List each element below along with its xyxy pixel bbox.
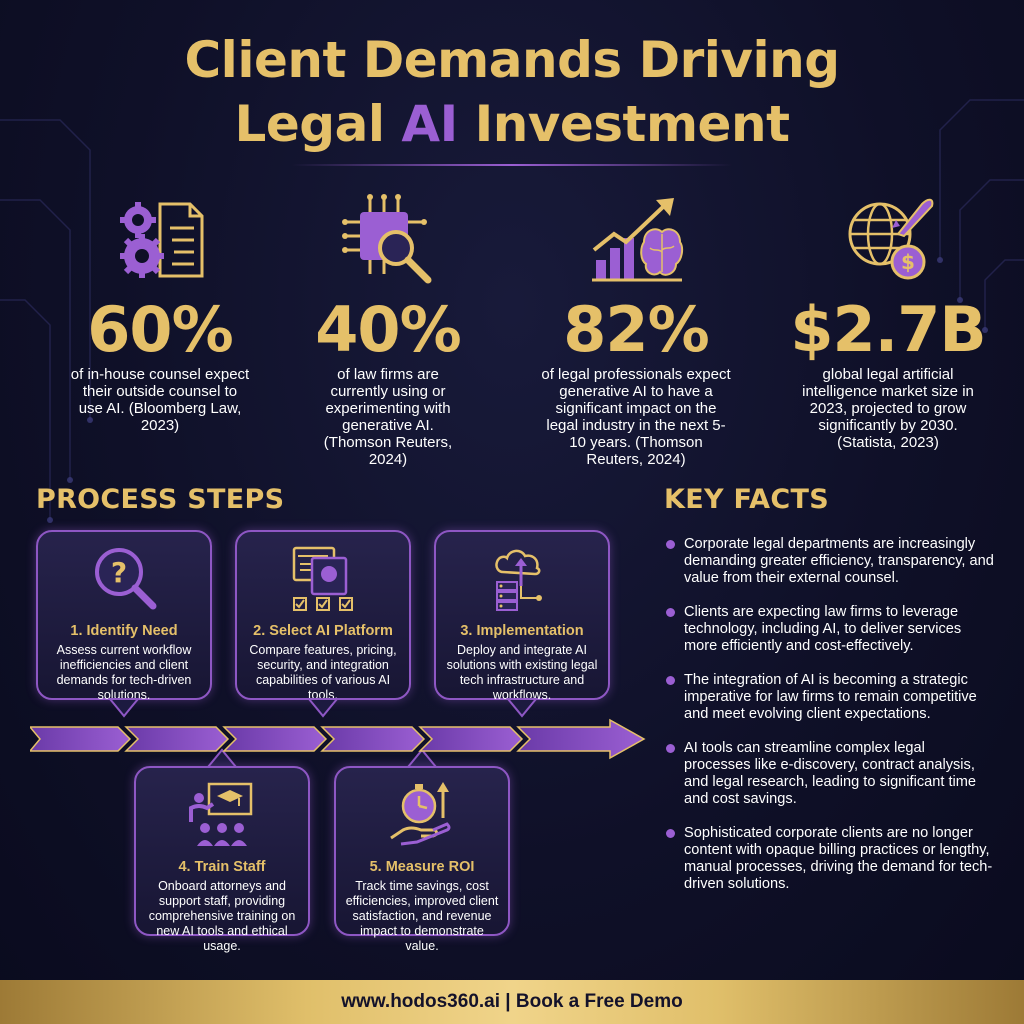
title-line-1: Client Demands Driving	[184, 31, 840, 89]
step-title: 3. Implementation	[460, 623, 584, 639]
bullet-dot	[666, 676, 675, 685]
stat-value: $2.7B	[790, 293, 986, 366]
stopwatch-money-hand-icon	[390, 782, 451, 846]
key-facts-heading: KEY FACTS	[664, 484, 829, 515]
bullet-dot	[666, 744, 675, 753]
stat-1: 60% of in-house counsel expect their out…	[40, 190, 280, 434]
stat-4: $ $2.7B global legal artificial intellig…	[768, 190, 1008, 451]
globe-rocket-dollar-icon: $	[848, 198, 934, 280]
step-text: Deploy and integrate AI solutions with e…	[446, 643, 598, 702]
step-card-4: 4. Train Staff Onboard attorneys and sup…	[134, 766, 310, 953]
cloud-server-icon	[495, 549, 542, 611]
process-arrow-bar	[30, 718, 646, 760]
stat-value: 82%	[563, 293, 709, 366]
gears-document-icon	[120, 202, 204, 278]
list-item: Sophisticated corporate clients are no l…	[664, 825, 994, 893]
step-title: 5. Measure ROI	[369, 859, 475, 875]
step-title: 1. Identify Need	[70, 623, 178, 639]
step-text: Compare features, pricing, security, and…	[249, 643, 397, 702]
bullet-dot	[666, 540, 675, 549]
fact-text: Sophisticated corporate clients are no l…	[684, 825, 993, 892]
list-item: Corporate legal departments are increasi…	[664, 536, 994, 587]
title-divider	[292, 164, 732, 166]
chip-magnifier-icon	[342, 194, 432, 284]
step-title: 2. Select AI Platform	[253, 623, 393, 639]
title-investment: Investment	[457, 95, 790, 153]
stat-description: of law firms are currently using or expe…	[323, 366, 453, 468]
stat-2: 40% of law firms are currently using or …	[268, 190, 508, 468]
step-title: 4. Train Staff	[178, 859, 266, 875]
svg-text:$: $	[901, 250, 915, 274]
training-class-icon	[189, 782, 253, 846]
step-card-5: 5. Measure ROI Track time savings, cost …	[334, 766, 510, 953]
footer-cta-link[interactable]: www.hodos360.ai | Book a Free Demo	[0, 980, 1024, 1024]
step-text: Track time savings, cost efficiencies, i…	[345, 879, 499, 953]
growth-chart-brain-icon	[592, 198, 684, 282]
fact-text: AI tools can streamline complex legal pr…	[684, 740, 977, 807]
title-legal: Legal	[234, 95, 402, 153]
bullet-dot	[666, 829, 675, 838]
step-card-1: ? 1. Identify Need Assess current workfl…	[36, 530, 212, 702]
key-facts-list: Corporate legal departments are increasi…	[664, 536, 994, 910]
list-item: The integration of AI is becoming a stra…	[664, 672, 994, 723]
bullet-dot	[666, 608, 675, 617]
list-item: AI tools can streamline complex legal pr…	[664, 740, 994, 808]
title-ai-highlight: AI	[401, 95, 458, 153]
platform-compare-icon	[292, 546, 353, 611]
page-title: Client Demands Driving Legal AI Investme…	[0, 28, 1024, 156]
svg-text:?: ?	[111, 556, 127, 589]
fact-text: The integration of AI is becoming a stra…	[684, 672, 977, 722]
title-line-2: Legal AI Investment	[0, 92, 1024, 156]
stat-description: of in-house counsel expect their outside…	[70, 366, 250, 434]
step-card-2: 2. Select AI Platform Compare features, …	[235, 530, 411, 702]
step-text: Onboard attorneys and support staff, pro…	[148, 879, 296, 953]
stat-description: of legal professionals expect generative…	[541, 366, 731, 468]
stat-value: 60%	[87, 293, 233, 366]
stat-value: 40%	[315, 293, 461, 366]
process-steps-heading: PROCESS STEPS	[36, 484, 285, 515]
stat-3: 82% of legal professionals expect genera…	[516, 190, 756, 468]
fact-text: Clients are expecting law firms to lever…	[684, 604, 962, 654]
list-item: Clients are expecting law firms to lever…	[664, 604, 994, 655]
fact-text: Corporate legal departments are increasi…	[684, 536, 994, 586]
stat-description: global legal artificial intelligence mar…	[802, 366, 974, 451]
question-magnifier-icon: ?	[95, 548, 157, 610]
